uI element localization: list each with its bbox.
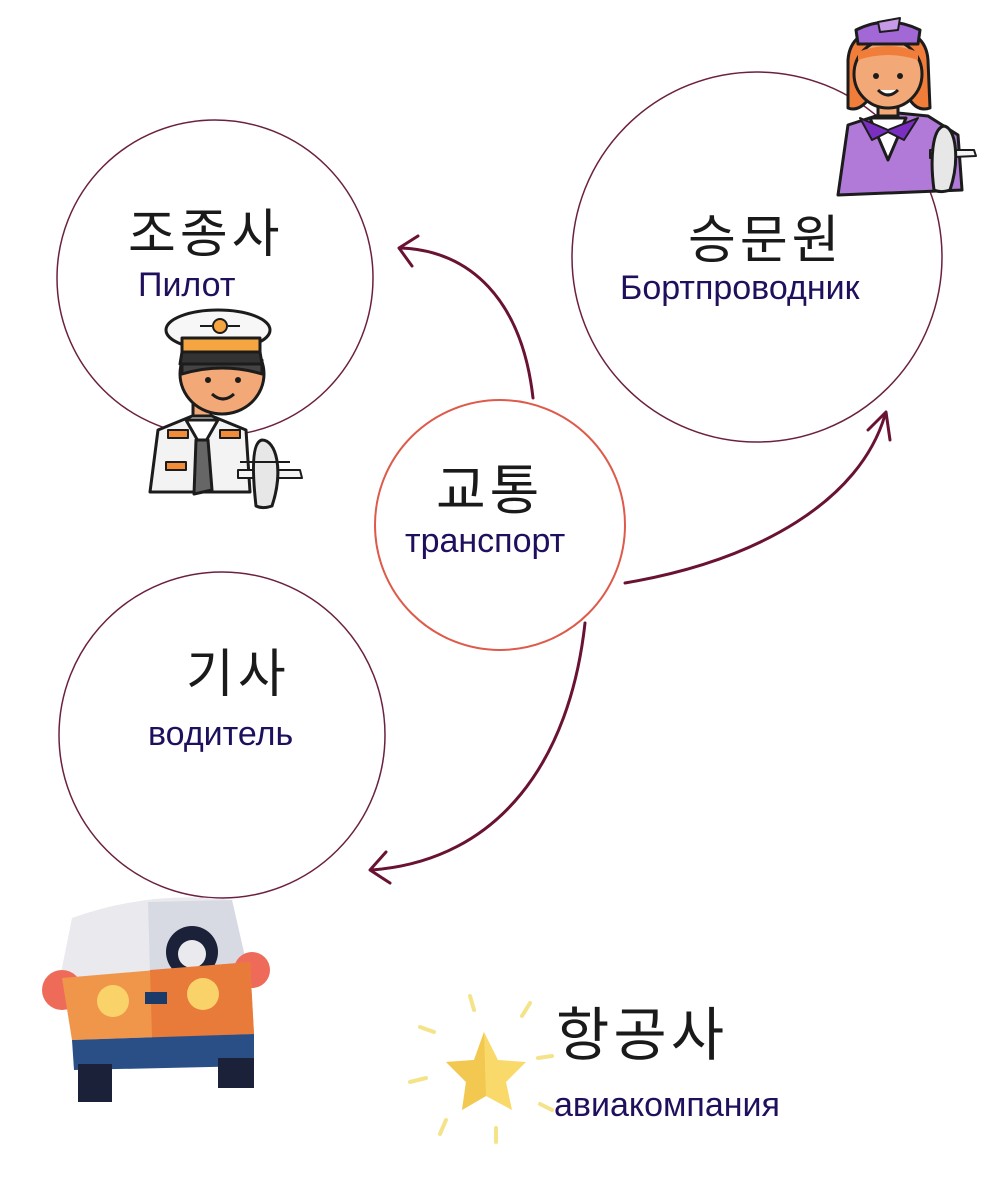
star-icon [408,994,554,1144]
pilot-korean-label: 조종사 [128,205,284,265]
flight-attendant-korean-label: 승문원 [688,211,844,271]
arrow-to-driver-head [368,850,392,885]
driver-russian-label: водитель [148,715,294,753]
flight-attendant-circle [571,71,943,443]
center-russian-label: транспорт [405,522,566,560]
arrow-to-pilot-head [397,234,420,268]
pilot-icon [148,308,303,509]
flight-attendant-icon [836,17,977,197]
airline-russian-label: авиакомпания [554,1086,780,1124]
airline-korean-label: 항공사 [556,1001,729,1069]
center-circle [374,399,626,651]
car-icon [42,897,270,1102]
arrow-to-flight-attendant-head [866,410,892,442]
pilot-russian-label: Пилот [138,266,236,304]
driver-korean-label: 기사 [186,645,290,705]
arrow-to-flight-attendant [623,413,887,585]
flight-attendant-russian-label: Бортпроводник [620,269,860,307]
arrow-to-pilot [398,246,535,400]
arrow-to-driver [370,621,587,872]
center-korean-label: 교통 [436,459,544,522]
arrows [368,234,892,885]
driver-circle [58,571,386,899]
